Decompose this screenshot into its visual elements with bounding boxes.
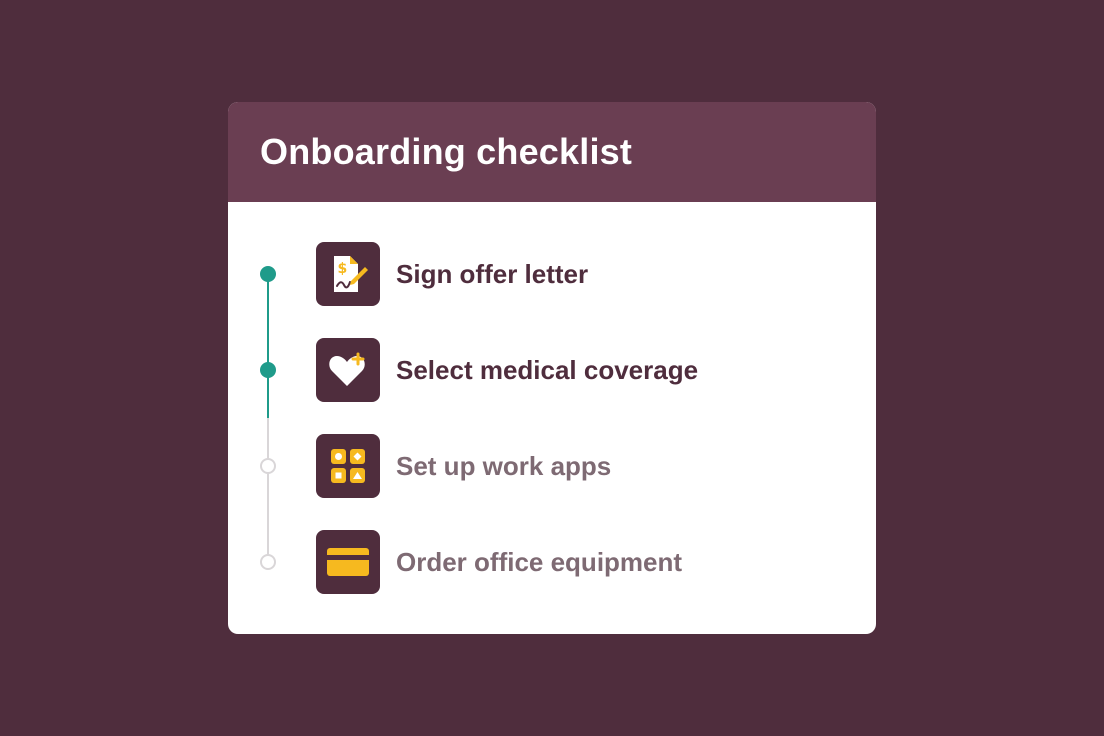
checklist-item-sign-offer-letter[interactable]: $ Sign offer letter [316,242,588,306]
progress-timeline [228,202,308,634]
card-header: Onboarding checklist [228,102,876,202]
apps-grid-icon [331,449,365,483]
timeline-completed-segment [267,274,269,418]
signed-document-icon: $ [334,256,368,292]
checklist-item-order-office-equipment[interactable]: Order office equipment [316,530,682,594]
credit-card-icon [327,548,369,576]
timeline-pending-segment [267,418,269,562]
timeline-dot-completed [260,266,276,282]
item-icon-container: $ [316,242,380,306]
item-label: Order office equipment [396,546,683,577]
checklist-item-select-medical-coverage[interactable]: Select medical coverage [316,338,698,402]
svg-text:$: $ [338,261,348,277]
heart-plus-icon [329,352,365,386]
item-icon-container [316,338,380,402]
checklist-item-set-up-work-apps[interactable]: Set up work apps [316,434,611,498]
timeline-dot-completed [260,362,276,378]
timeline-dot-pending [260,458,276,474]
item-label: Sign offer letter [396,258,589,289]
item-icon-container [316,434,380,498]
item-label: Set up work apps [396,450,612,481]
item-label: Select medical coverage [396,354,699,385]
card-title: Onboarding checklist [260,131,633,172]
timeline-dot-pending [260,554,276,570]
onboarding-checklist-card: Onboarding checklist $ Sign offer letter [228,102,876,634]
item-icon-container [316,530,380,594]
